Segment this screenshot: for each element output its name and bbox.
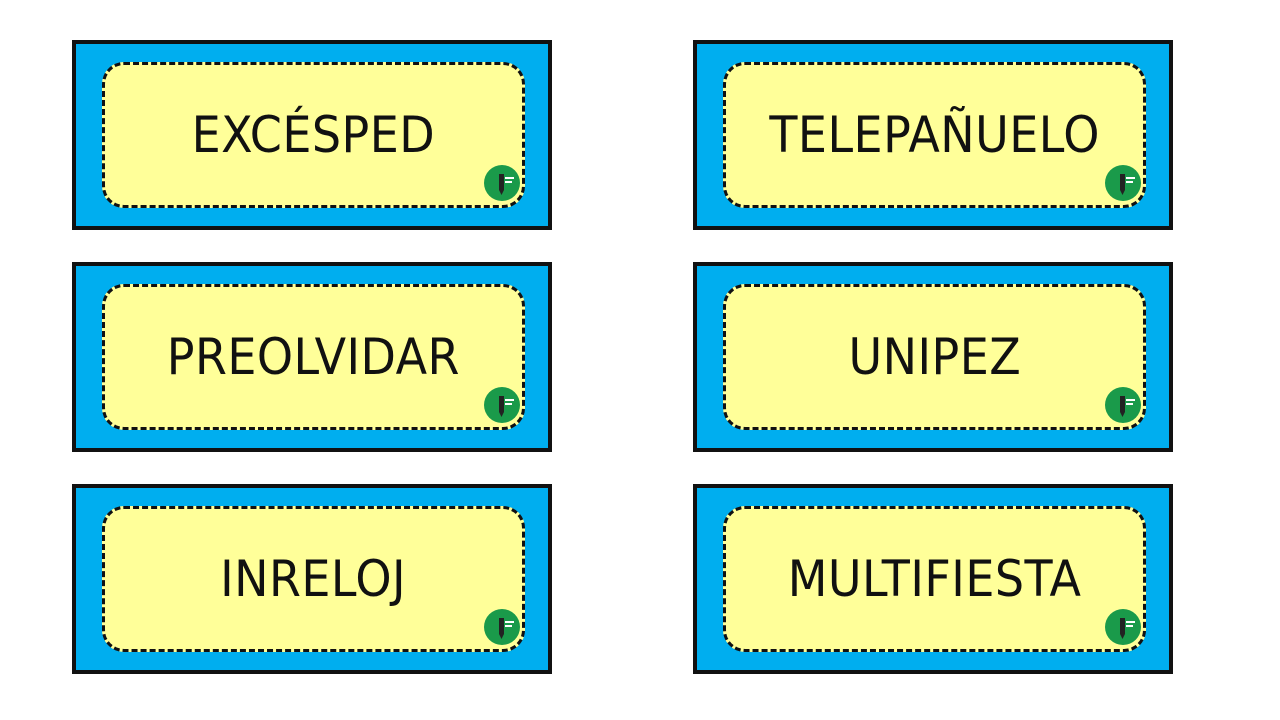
pencil-logo-icon	[1105, 609, 1141, 645]
card-word-2: TELEPAÑUELO	[769, 106, 1100, 164]
card-inner-6: MULTIFIESTA	[723, 506, 1146, 652]
card-inner-3: PREOLVIDAR	[102, 284, 525, 430]
pencil-logo-icon	[484, 387, 520, 423]
card-inner-4: UNIPEZ	[723, 284, 1146, 430]
card-inner-1: EXCÉSPED	[102, 62, 525, 208]
card-word-1: EXCÉSPED	[191, 106, 436, 164]
word-card-6: MULTIFIESTA	[693, 484, 1173, 674]
word-card-4: UNIPEZ	[693, 262, 1173, 452]
card-inner-5: INRELOJ	[102, 506, 525, 652]
word-card-2: TELEPAÑUELO	[693, 40, 1173, 230]
pencil-logo-icon	[484, 165, 520, 201]
card-word-3: PREOLVIDAR	[166, 328, 461, 386]
card-inner-2: TELEPAÑUELO	[723, 62, 1146, 208]
word-card-5: INRELOJ	[72, 484, 552, 674]
pencil-logo-icon	[1105, 165, 1141, 201]
pencil-logo-icon	[1105, 387, 1141, 423]
card-word-5: INRELOJ	[220, 550, 407, 608]
word-card-3: PREOLVIDAR	[72, 262, 552, 452]
word-card-1: EXCÉSPED	[72, 40, 552, 230]
card-word-4: UNIPEZ	[848, 328, 1021, 386]
pencil-logo-icon	[484, 609, 520, 645]
card-word-6: MULTIFIESTA	[787, 550, 1082, 608]
